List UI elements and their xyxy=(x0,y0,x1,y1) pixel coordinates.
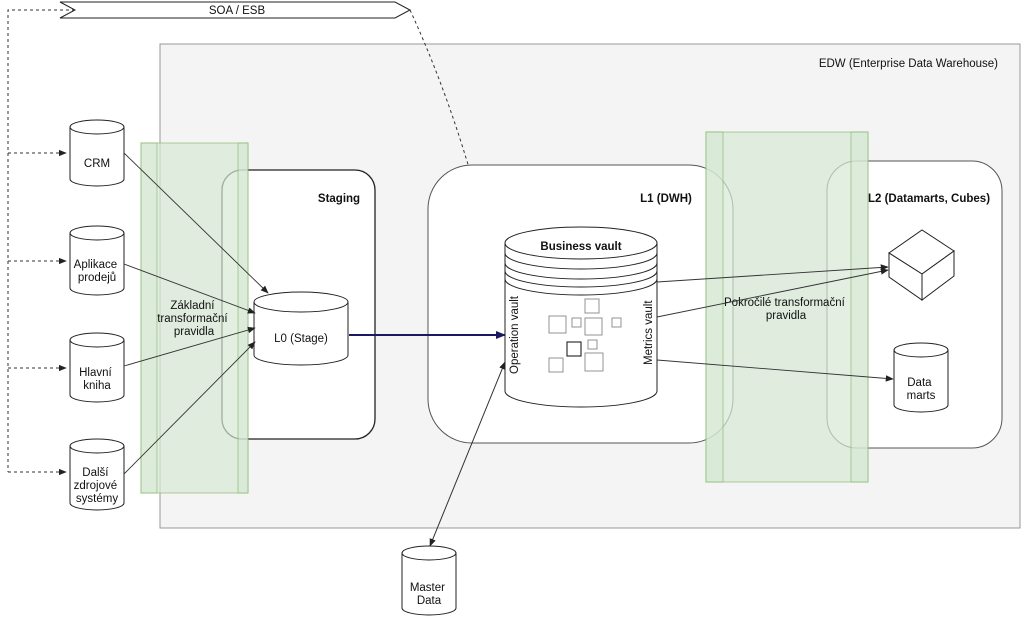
vault-squares-decoration xyxy=(548,298,622,373)
l1-title: L1 (DWH) xyxy=(640,193,692,205)
source-to-stage-arrows xyxy=(123,152,269,475)
master-data-store: Master Data xyxy=(401,545,457,616)
esb-dashed-bus xyxy=(7,9,505,476)
datamarts-label: Data marts xyxy=(907,377,936,402)
staging-title: Staging xyxy=(318,193,360,205)
l0-stage-label: L0 (Stage) xyxy=(274,333,328,345)
business-vault: Business vault Operation vault Metrics v… xyxy=(504,226,658,408)
edw-label: EDW (Enterprise Data Warehouse) xyxy=(819,58,998,70)
source-other-label: Další zdrojové systémy xyxy=(74,467,121,505)
source-crm: CRM xyxy=(69,119,125,187)
source-crm-label: CRM xyxy=(84,158,110,170)
basic-transform-label: Základní transformační pravidla xyxy=(157,300,231,338)
source-ledger-label: Hlavní kniha xyxy=(79,367,115,392)
master-data-arrow xyxy=(429,361,506,547)
source-ledger: Hlavní kniha xyxy=(69,332,125,403)
vault-to-l2-arrows xyxy=(656,264,894,382)
business-vault-title: Business vault xyxy=(540,241,621,253)
advanced-transform-band xyxy=(705,131,869,483)
metrics-vault-label: Metrics vault xyxy=(643,300,655,365)
advanced-transform-label: Pokročilé transformační pravidla xyxy=(724,297,848,322)
basic-transform-band xyxy=(140,142,249,494)
datamarts-store: Data marts xyxy=(893,342,949,413)
operation-vault-label: Operation vault xyxy=(509,295,521,374)
source-sales-label: Aplikace prodejů xyxy=(74,259,121,284)
master-data-label: Master Data xyxy=(410,582,448,607)
esb-label: SOA / ESB xyxy=(209,5,266,17)
l2-title: L2 (Datamarts, Cubes) xyxy=(868,193,990,205)
source-other-systems: Další zdrojové systémy xyxy=(69,438,125,511)
source-sales-app: Aplikace prodejů xyxy=(69,225,125,296)
l0-stage-store: L0 (Stage) xyxy=(253,291,349,366)
cube-icon xyxy=(888,229,955,301)
